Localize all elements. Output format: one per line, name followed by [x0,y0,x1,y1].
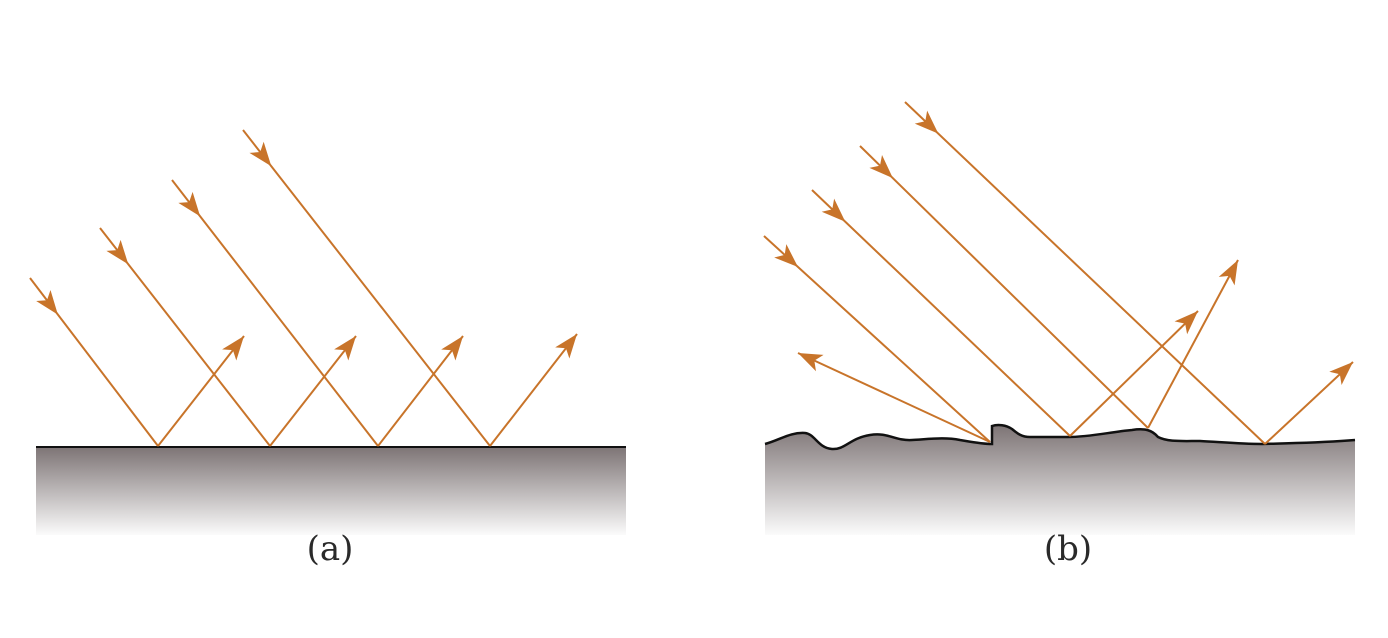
reflected-ray [1069,310,1199,437]
reflected-ray [1147,259,1239,429]
incident-ray [763,235,991,443]
reflected-ray-line [157,335,245,447]
reflected-ray-line [1069,310,1199,437]
reflected-ray [157,335,245,447]
incident-ray-line [763,235,991,443]
incident-ray-line [242,129,491,447]
incident-arrowhead [914,110,939,134]
panel-b: (b) [763,101,1356,569]
rays-group-b [763,101,1354,445]
reflected-ray-line [489,333,578,447]
reflected-ray [1264,361,1354,445]
reflected-ray-line [1147,259,1239,429]
incident-ray [99,227,271,447]
caption-a: (a) [307,529,354,569]
reflected-ray-line [797,352,991,443]
incident-ray-line [99,227,271,447]
incident-ray [171,179,379,447]
reflected-ray-line [377,335,464,447]
incident-arrowhead [178,191,201,217]
incident-ray-line [859,145,1149,429]
caption-b: (b) [1044,529,1092,569]
reflected-arrowhead [1329,362,1353,385]
reflected-arrowhead [441,336,463,361]
incident-arrowhead [869,154,893,179]
incident-arrowhead [821,198,846,222]
incident-ray [904,101,1266,445]
incident-ray-line [171,179,379,447]
reflected-arrowhead [222,336,244,361]
incident-arrowhead [36,290,58,315]
reflected-ray [269,335,357,447]
reflected-ray [797,352,991,443]
incident-ray [29,277,159,447]
incident-ray-line [811,189,1071,437]
incident-arrowhead [249,141,272,167]
incident-arrowhead [106,239,129,265]
reflected-arrowhead [798,353,824,372]
rays-group-a [29,129,578,447]
incident-ray [811,189,1071,437]
incident-arrowhead [774,244,798,267]
reflected-arrowhead [1218,260,1238,286]
reflected-ray [489,333,578,447]
smooth-surface [36,447,626,535]
reflected-ray [377,335,464,447]
reflected-arrowhead [1174,311,1198,335]
incident-ray [859,145,1149,429]
reflected-arrowhead [555,334,577,359]
reflected-ray-line [1264,361,1354,445]
reflected-arrowhead [334,336,356,361]
rough-surface-edge [764,423,1356,451]
rough-surface [765,425,1355,535]
panel-a: (a) [29,129,626,569]
incident-ray-line [904,101,1266,445]
reflected-ray-line [269,335,357,447]
incident-ray [242,129,491,447]
